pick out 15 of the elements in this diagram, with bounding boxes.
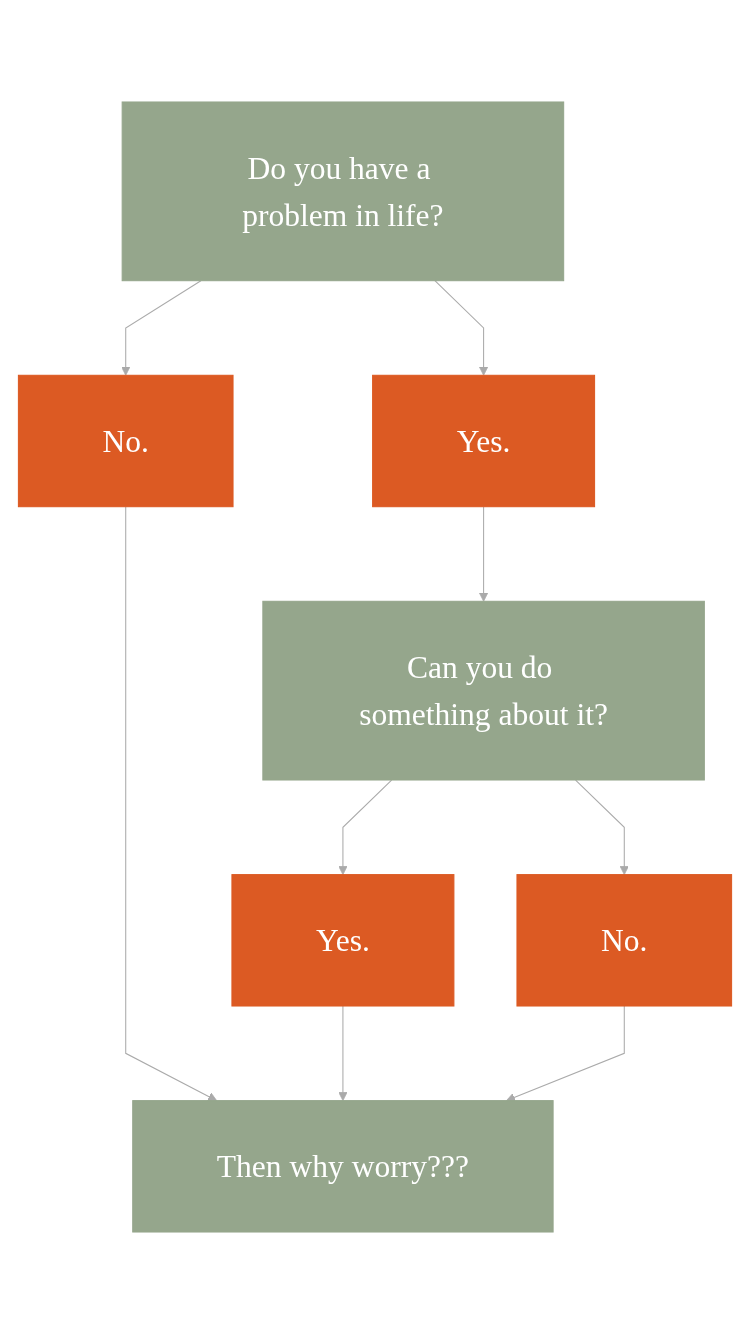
arrow (434, 280, 489, 376)
node-box: No. (17, 374, 234, 508)
node-box: Then why worry??? (132, 1100, 554, 1233)
node-box: Do you have a problem in life? (121, 101, 565, 282)
arrow (338, 779, 393, 876)
arrow (506, 1005, 625, 1102)
arrow (125, 506, 218, 1102)
node-box: Yes. (372, 374, 596, 508)
node-box: Yes. (231, 874, 455, 1007)
arrow (338, 1005, 348, 1102)
node-box: No. (516, 874, 733, 1007)
arrow (478, 506, 489, 602)
node-box: Can you do something about it? (262, 600, 705, 781)
arrow (121, 280, 202, 376)
arrow (575, 779, 629, 876)
